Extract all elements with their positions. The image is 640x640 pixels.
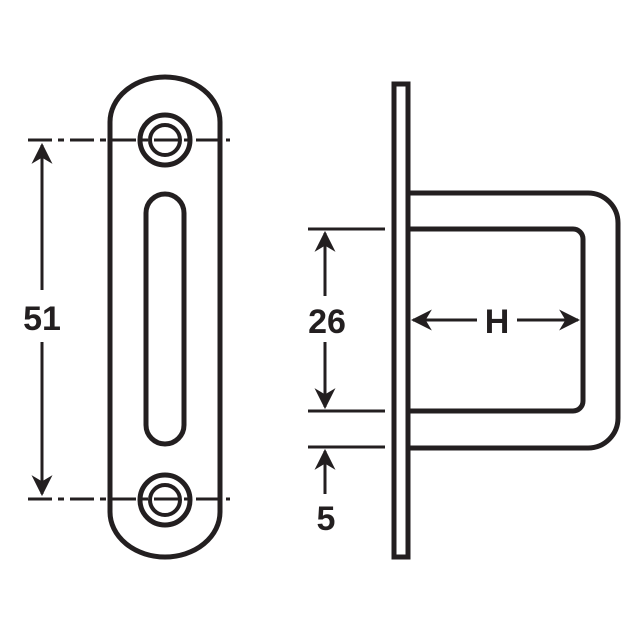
dimension-5-label: 5 (317, 500, 336, 538)
slot (143, 191, 187, 447)
plate-outline (107, 74, 223, 560)
dimension-h-label: H (485, 303, 510, 341)
mounting-plate-edge (391, 81, 411, 560)
dimension-51-label: 51 (23, 300, 61, 338)
dimension-26-label: 26 (308, 303, 346, 341)
front-view: 51 (23, 74, 230, 560)
loop-inner (408, 226, 586, 414)
bottom-screw-hole-inner (148, 483, 182, 517)
loop-outer (408, 190, 621, 451)
top-screw-hole-inner (148, 123, 182, 157)
side-view: 26 5 H (308, 81, 621, 560)
